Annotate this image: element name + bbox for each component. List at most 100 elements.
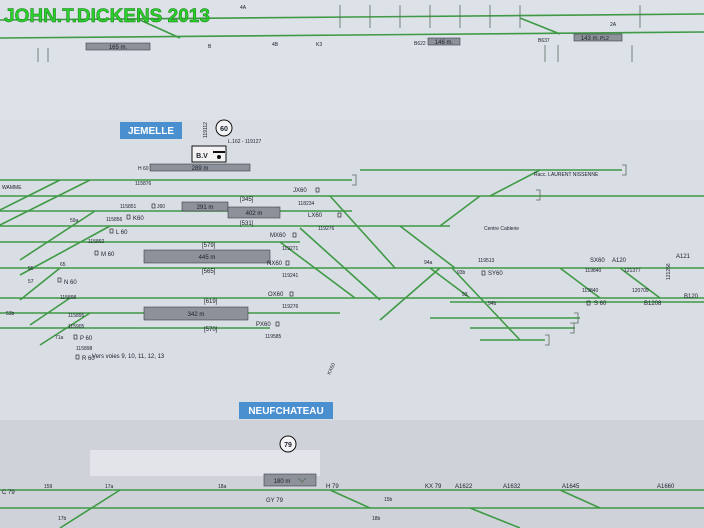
top-label-pl2: PL2	[600, 36, 609, 42]
top-track-main	[0, 31, 704, 39]
signal-kx79: KX 79	[425, 484, 442, 490]
top-label-b637: B637	[538, 38, 550, 44]
svg-text:115905: 115905	[68, 324, 85, 330]
poster-top-band	[0, 0, 704, 120]
svg-text:115851: 115851	[120, 204, 137, 210]
top-label-4a: 4A	[240, 5, 247, 11]
jemelle-building-label: B.V	[196, 153, 208, 160]
svg-text:121256: 121256	[666, 263, 672, 280]
top-platform-2	[427, 37, 461, 46]
signal-mx60: MX60	[270, 233, 286, 239]
signal-kx60: KX60	[326, 362, 337, 376]
signal-s60: S 60	[594, 301, 607, 307]
jemelle-platform-5	[143, 306, 249, 321]
jemelle-station-badge	[120, 122, 182, 139]
svg-text:118234: 118234	[298, 201, 315, 207]
watermark-text: JOHN.T.DICKENS 2013	[4, 6, 210, 27]
svg-text:159: 159	[44, 484, 53, 490]
chevron-down-icon	[297, 477, 307, 483]
svg-text:119241: 119241	[282, 273, 299, 279]
building-bar-icon	[213, 151, 225, 153]
signal-a121: A121	[676, 254, 691, 260]
svg-text:17b: 17b	[58, 516, 67, 522]
jemelle-station-name: JEMELLE	[128, 126, 174, 137]
jemelle-speed-value: 60	[220, 126, 228, 133]
svg-text:17a: 17a	[105, 484, 114, 490]
jemelle-platform-5-length: 342 m	[188, 312, 205, 318]
top-section: 165 m. 146 m. 143 m. 4B B K3 B622 B637 2…	[0, 5, 704, 62]
svg-text:119271: 119271	[282, 246, 299, 252]
buffer-stop-icon	[622, 164, 627, 176]
top-platform-3-length: 143 m.	[581, 36, 600, 42]
svg-text:119276: 119276	[318, 226, 335, 232]
signal-h79: H 79	[326, 484, 339, 490]
building-dot-icon	[217, 155, 221, 159]
signal-p60: P 60	[80, 336, 93, 342]
buffer-stop-icon	[574, 312, 579, 324]
neufchateau-speed-value: 79	[284, 442, 292, 449]
svg-text:115895: 115895	[68, 313, 85, 319]
rac-label: Racc. LAURENT NISSENNE	[534, 172, 599, 178]
left-signals: J60 K60 L 60 M 60 N 60 P 60 R 60	[57, 203, 165, 362]
neufchateau-speed-sign	[279, 435, 297, 453]
svg-text:59a: 59a	[70, 218, 79, 224]
cable-label: Centre Cablerie	[484, 226, 519, 232]
top-platform-3	[573, 33, 623, 42]
bracket-565: [565]	[202, 269, 216, 275]
vers-voies-label: Vers voies 9, 10, 11, 12, 13	[92, 354, 165, 360]
top-label-2a: 2A	[610, 22, 617, 28]
top-km-ticks	[37, 5, 641, 62]
svg-text:119840: 119840	[585, 268, 602, 274]
svg-text:120709: 120709	[632, 288, 649, 294]
signal-gy79: GY 79	[266, 498, 284, 504]
right-signals: JX60 LX60 MX60 NX60 OX60 PX60 SY60 SX60 …	[256, 187, 607, 376]
signal-b1208: B1208	[644, 301, 662, 307]
wamme-label: WAMME	[2, 185, 22, 191]
neufchateau-section: NEUFCHATEAU 79 180 m C 79 H 79 KX 79 GY …	[0, 402, 704, 528]
svg-text:93b: 93b	[457, 270, 466, 276]
tape-strip	[90, 450, 320, 476]
signal-sx60: SX60	[590, 258, 605, 264]
svg-text:115892: 115892	[88, 239, 105, 245]
top-crossover	[139, 19, 181, 39]
signal-ox60: OX60	[268, 292, 284, 298]
top-track-upper	[0, 13, 704, 21]
jemelle-platform-1	[149, 163, 251, 172]
svg-text:119585: 119585	[265, 334, 282, 340]
jemelle-top-km: 119112	[203, 122, 209, 138]
signal-px60: PX60	[256, 322, 271, 328]
svg-text:93: 93	[462, 292, 468, 298]
svg-text:119276: 119276	[282, 304, 299, 310]
signal-sy60: SY60	[488, 271, 503, 277]
svg-text:94b: 94b	[488, 301, 497, 307]
jemelle-km-marks: 115851 115856 115892 115898 115905 11589…	[60, 201, 672, 352]
signal-r60: R 60	[82, 356, 95, 362]
jemelle-section: JEMELLE 60 119112 B.V L.162 - 119127	[0, 119, 704, 376]
buffer-stop-icon	[536, 189, 541, 201]
jemelle-switch-labels: 59a 94a 93b 94b 93 55 57 71a 65 53b	[6, 218, 497, 341]
buffer-stop-icon	[545, 334, 550, 346]
signal-a1645: A1645	[562, 484, 580, 490]
bracket-531: [531]	[240, 221, 254, 227]
jemelle-platform-4-length: 445 m	[199, 255, 216, 261]
jemelle-speed-sign	[215, 119, 233, 137]
top-platform-2-length: 146 m.	[435, 40, 454, 46]
neufchateau-station-name: NEUFCHATEAU	[248, 406, 323, 417]
svg-text:115856: 115856	[106, 217, 123, 223]
svg-text:53b: 53b	[6, 311, 15, 317]
buffer-stop-icon	[352, 174, 357, 186]
svg-text:121377: 121377	[624, 268, 641, 274]
signal-j60: J60	[157, 204, 165, 210]
buffer-stops	[352, 164, 627, 346]
svg-text:94a: 94a	[424, 260, 433, 266]
svg-text:55: 55	[28, 266, 34, 272]
signal-n60: N 60	[64, 280, 77, 286]
bracket-579: [579]	[202, 243, 216, 249]
jemelle-platform-4	[143, 249, 271, 264]
top-label-k3: K3	[316, 42, 322, 48]
signal-a1622: A1622	[455, 484, 473, 490]
svg-text:15b: 15b	[384, 497, 393, 503]
signal-a1632: A1632	[503, 484, 521, 490]
top-crossover-2	[519, 17, 561, 35]
